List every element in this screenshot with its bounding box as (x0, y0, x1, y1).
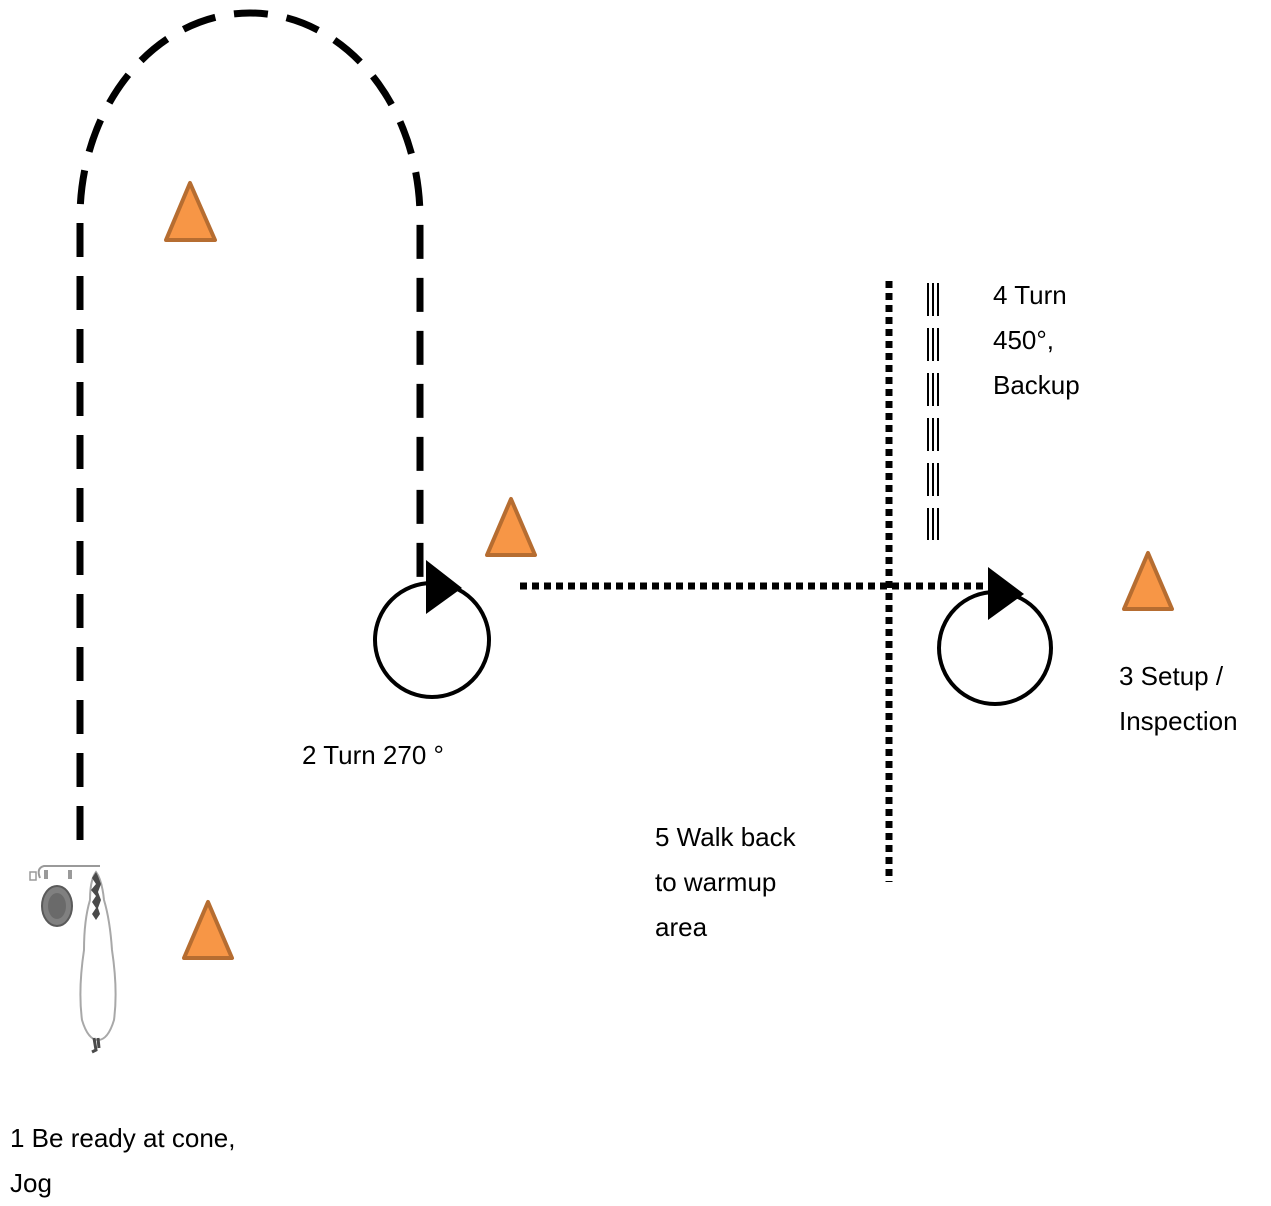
horse-topdown-icon (79, 870, 117, 1054)
step-1-line-1: 1 Be ready at cone, (10, 1123, 236, 1153)
jog-path-dashed (76, 9, 424, 840)
step-4-line-1: 4 Turn (993, 280, 1067, 310)
backup-path-triple-line (927, 283, 939, 540)
arrow-head-icon (426, 560, 462, 614)
step-4-label: 4 Turn 450°, Backup (993, 273, 1080, 408)
cone-icon (485, 497, 537, 557)
cone-icon (182, 900, 234, 960)
step-4-line-2: 450°, (993, 325, 1055, 355)
step-5-label: 5 Walk back to warmup area (655, 815, 796, 950)
step-4-line-3: Backup (993, 370, 1080, 400)
step-3-label: 3 Setup / Inspection (1119, 654, 1238, 744)
step-5-line-3: area (655, 912, 708, 942)
arrow-head-icon (988, 567, 1024, 620)
step-3-line-2: Inspection (1119, 706, 1238, 736)
handler-icon (29, 865, 100, 927)
turn-270-marker (373, 560, 491, 699)
step-2-label: 2 Turn 270 ° (302, 733, 444, 778)
turn-450-marker (937, 567, 1053, 706)
step-5-line-2: to warmup (655, 867, 777, 897)
step-3-line-1: 3 Setup / (1119, 661, 1224, 691)
step-5-line-1: 5 Walk back (655, 822, 796, 852)
cone-icon (1122, 551, 1174, 611)
step-2-line-1: 2 Turn 270 ° (302, 740, 444, 770)
handler-and-horse-icon (29, 865, 117, 1054)
step-1-line-2: Jog (10, 1168, 52, 1198)
cone-icon (164, 181, 217, 242)
step-1-label: 1 Be ready at cone, Jog (10, 1116, 235, 1206)
